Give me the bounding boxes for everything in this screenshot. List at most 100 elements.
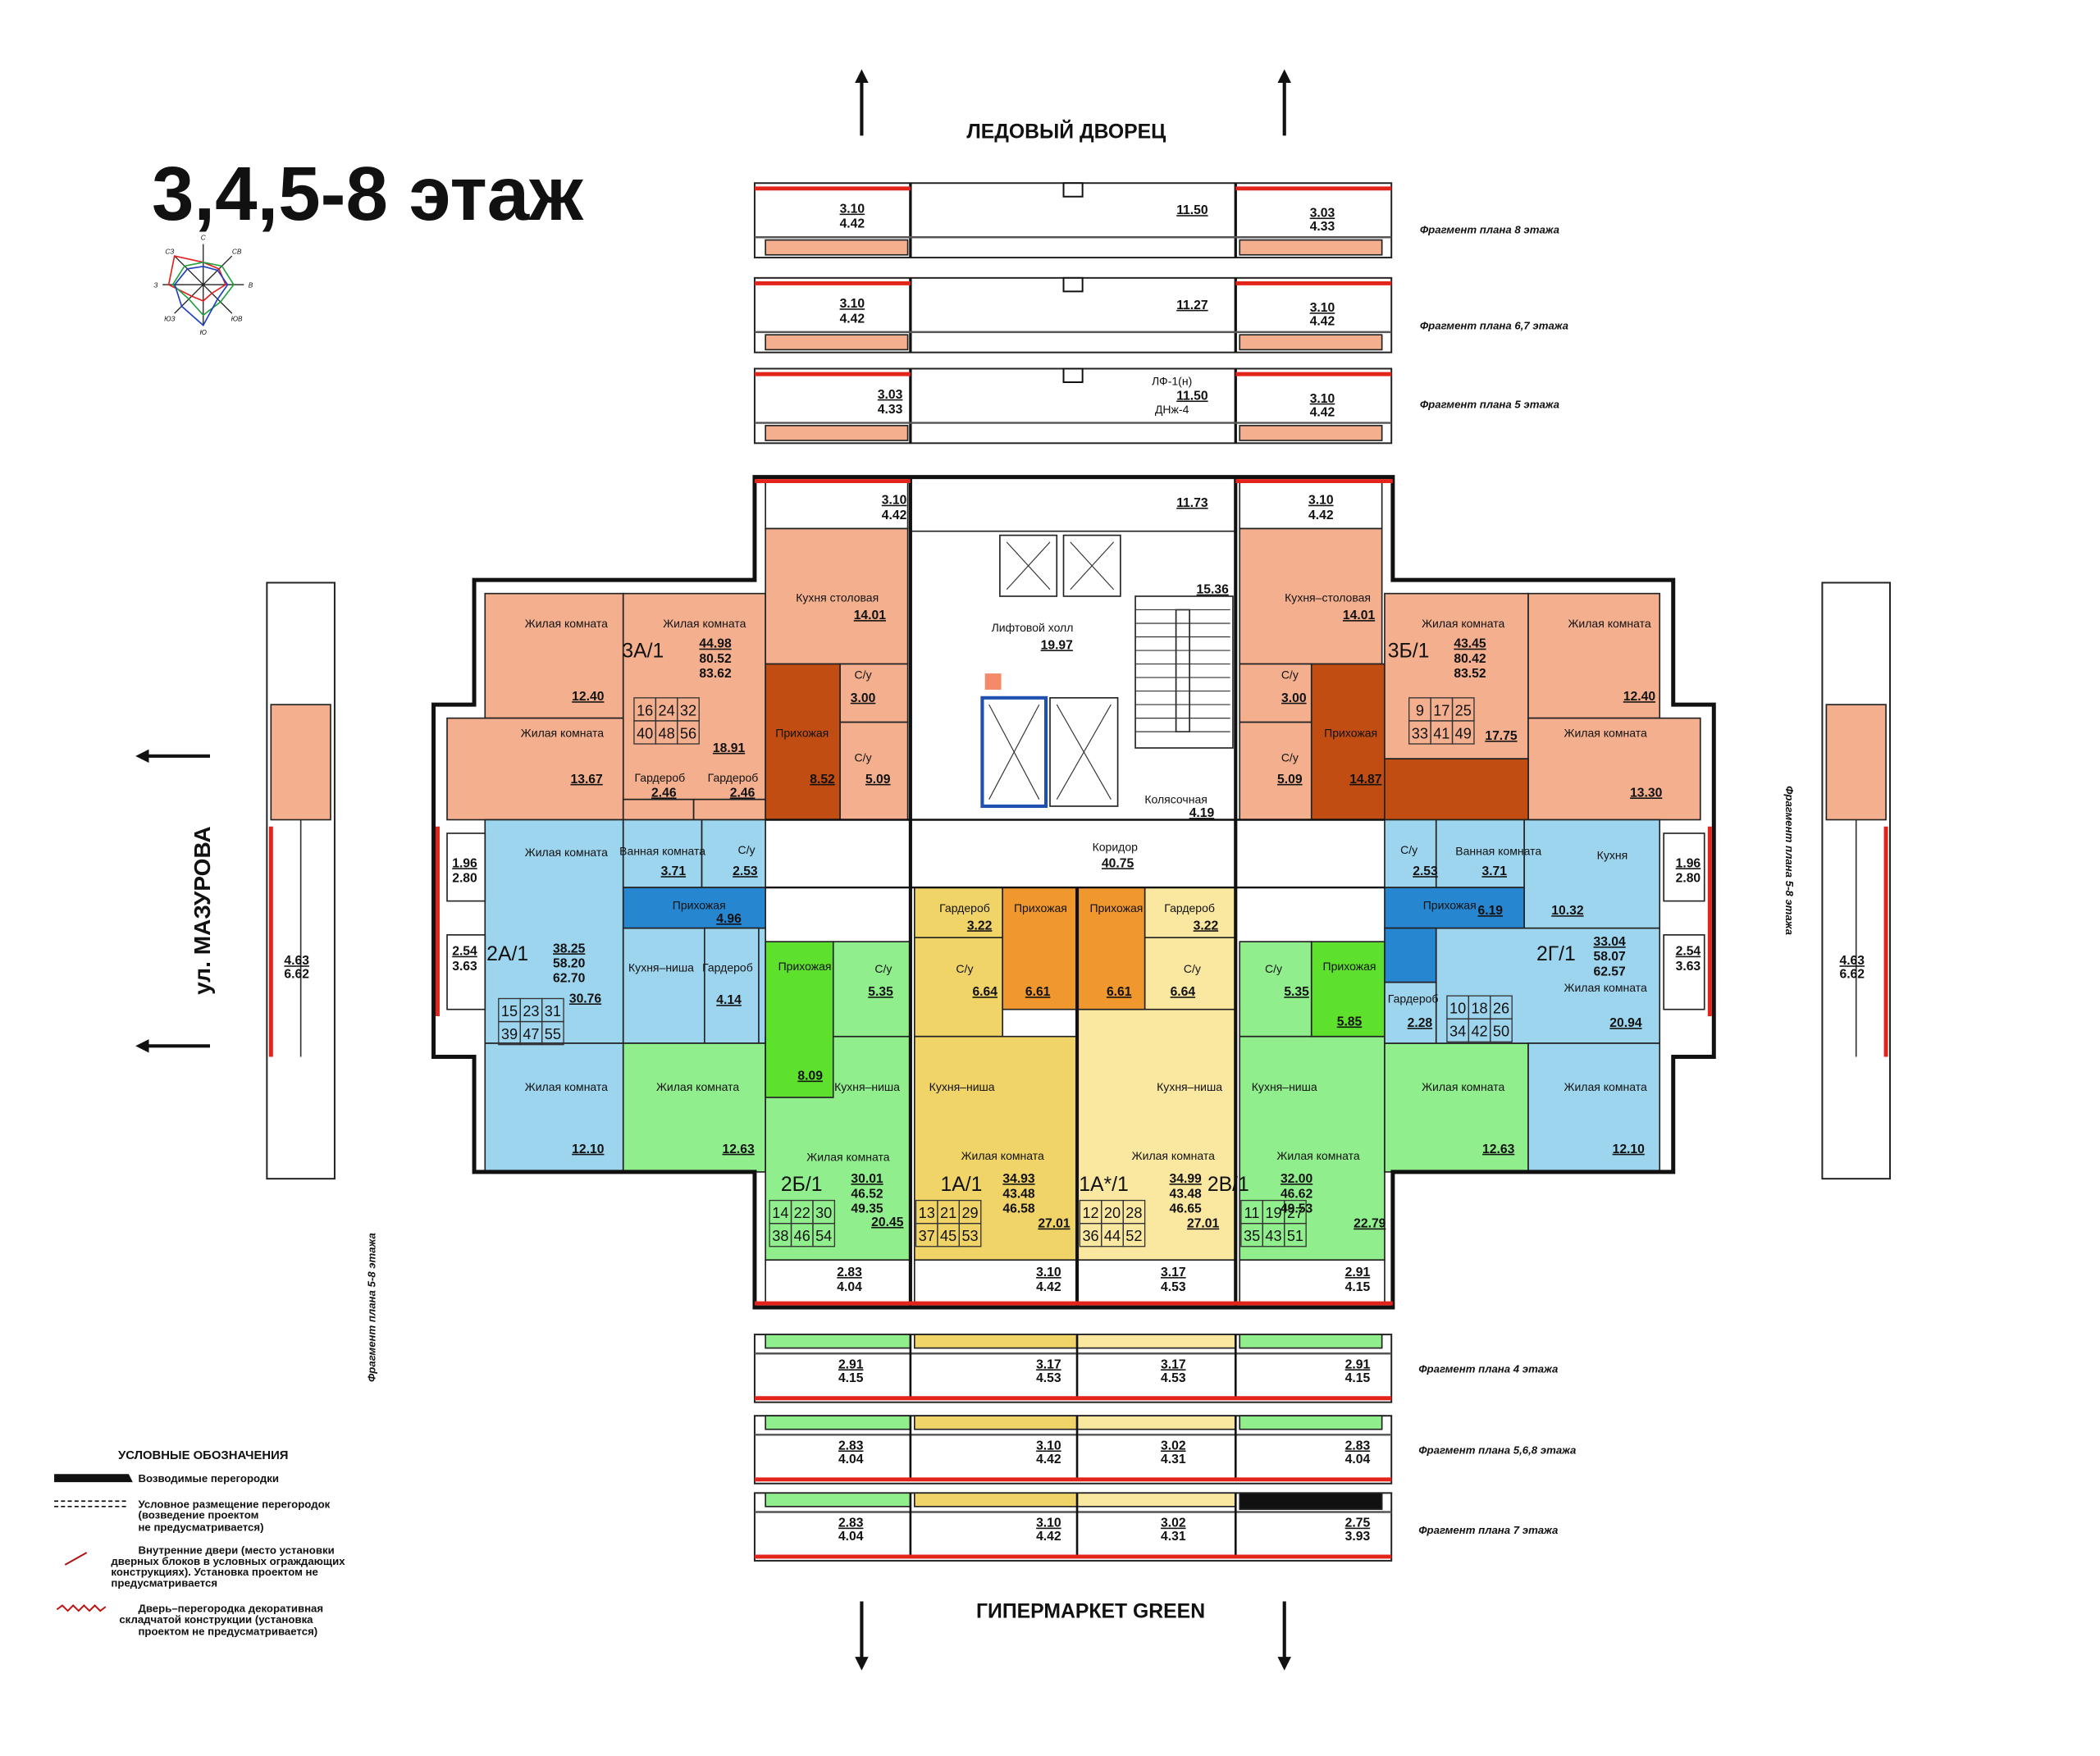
floor-number: 26 <box>1493 1001 1509 1017</box>
floor-number: 43 <box>1265 1228 1281 1244</box>
floor-number: 42 <box>1471 1024 1487 1040</box>
compass-label: СВ <box>232 249 242 256</box>
room-fill <box>622 887 766 929</box>
floor-number: 50 <box>1493 1024 1509 1040</box>
balcony-area: 2.91 <box>1345 1357 1371 1371</box>
room-area: 3.00 <box>851 691 876 705</box>
side-fragment-room <box>1825 704 1887 821</box>
apartment-type: 2В/1 <box>1208 1174 1249 1196</box>
room-area: 13.30 <box>1630 786 1663 800</box>
room-fill <box>832 941 911 1038</box>
wind-rose-series <box>174 265 229 326</box>
apartment-area-total: 32.00 <box>1281 1172 1313 1186</box>
legend-item-text: дверных блоков в условных ограждающих <box>111 1555 345 1567</box>
room-fill <box>622 819 703 888</box>
room-label: Жилая комната <box>656 1080 739 1093</box>
balcony-strip <box>765 239 909 256</box>
balcony-area: 2.91 <box>1345 1266 1371 1279</box>
room-fill <box>446 717 624 821</box>
room-label: Ванная комната <box>1455 844 1541 857</box>
balcony-area-total: 4.04 <box>838 1530 864 1544</box>
balcony-area-total: 4.33 <box>1310 220 1335 234</box>
balcony-area: 3.10 <box>840 203 865 217</box>
room-fill <box>1310 663 1386 821</box>
floor-number: 19 <box>1265 1205 1281 1221</box>
room-area: 2.46 <box>730 786 756 800</box>
room-fill <box>914 1035 1078 1261</box>
room-label: Гардероб <box>634 771 685 784</box>
strip <box>1076 1415 1237 1430</box>
balcony-area-total: 4.42 <box>1036 1453 1061 1466</box>
floor-number: 41 <box>1433 725 1449 741</box>
room-label: С/у <box>738 843 756 856</box>
walls-layer <box>54 69 1888 1671</box>
apartment-area-total: 38.25 <box>553 942 586 956</box>
strip <box>1239 1492 1383 1510</box>
balcony-area: 3.10 <box>1036 1439 1061 1453</box>
floor-number: 45 <box>940 1228 956 1244</box>
balcony <box>1239 1259 1386 1306</box>
room-label: Жилая комната <box>1568 617 1650 630</box>
lift-cross <box>1056 704 1112 800</box>
legend-item-text: проектом не предусматривается) <box>138 1626 317 1638</box>
balcony-area-total: 3.63 <box>452 960 477 974</box>
balcony-area: 2.83 <box>1345 1439 1371 1453</box>
legend-item-text: не предусматривается) <box>138 1521 263 1534</box>
room-area: 3.71 <box>661 864 687 878</box>
floor-number: 40 <box>637 725 653 741</box>
floor-number: 55 <box>545 1026 561 1042</box>
floor-number: 39 <box>501 1026 518 1042</box>
fragment-label: Фрагмент плана 5 этажа <box>1420 398 1559 410</box>
room-fill <box>914 887 1004 938</box>
floor-number: 49 <box>1455 725 1472 741</box>
room-area: 14.01 <box>854 609 887 623</box>
room-area: 20.45 <box>871 1216 904 1229</box>
room-area: 12.10 <box>1613 1143 1646 1156</box>
balcony-area-total: 4.42 <box>840 217 865 231</box>
room-area: 20.94 <box>1609 1016 1642 1030</box>
balcony-area-total: 4.15 <box>1345 1280 1371 1294</box>
apartment-area-total: 43.48 <box>1002 1187 1035 1201</box>
room-area: 22.79 <box>1354 1217 1386 1231</box>
room-area: 4.96 <box>716 912 742 926</box>
room-fill <box>765 480 909 530</box>
room-area: 2.46 <box>651 786 677 800</box>
room-label: Прихожая <box>1014 901 1067 914</box>
floor-number: 16 <box>637 702 653 718</box>
side-fragment-room <box>270 704 331 821</box>
balcony-area: 3.10 <box>1036 1266 1061 1279</box>
room-label: Прихожая <box>778 960 832 973</box>
room-fill <box>1310 941 1386 1038</box>
balcony-area-total: 4.04 <box>838 1453 864 1466</box>
room-label: С/у <box>1281 750 1299 764</box>
room-fill <box>765 663 841 821</box>
balcony-area: 2.83 <box>837 1266 862 1279</box>
room-label: Гардероб <box>1164 901 1215 914</box>
apartment-area-total: 46.58 <box>1002 1202 1035 1216</box>
room-area: 12.40 <box>572 690 605 704</box>
building-outline <box>431 475 1716 1310</box>
balcony-area-total: 2.80 <box>1676 871 1701 885</box>
lift-hall-area: 19.97 <box>1041 638 1074 652</box>
floor-number: 21 <box>940 1205 956 1221</box>
strip <box>1239 1415 1383 1430</box>
legend-item-text: Условное размещение перегородок <box>138 1498 330 1511</box>
room-fill <box>1239 527 1383 665</box>
room-area: 12.63 <box>1482 1143 1515 1156</box>
balcony-area: 1.96 <box>1676 856 1701 870</box>
room-fill <box>701 819 766 888</box>
apartment-area-total: 46.62 <box>1281 1187 1313 1201</box>
floor-number: 44 <box>1104 1228 1121 1244</box>
balcony-area: 4.63 <box>284 954 309 968</box>
room-area: 18.91 <box>713 741 746 755</box>
room-area: 2.53 <box>1413 864 1438 878</box>
apartment-area-total: 49.53 <box>1281 1202 1313 1216</box>
room-area: 2.53 <box>733 864 758 878</box>
wind-rose-series <box>167 255 227 302</box>
balcony-area-total: 4.53 <box>1036 1371 1061 1385</box>
door-mark-icon <box>64 1552 88 1566</box>
floor-number: 17 <box>1433 702 1449 718</box>
room-label: Жилая комната <box>1276 1149 1359 1162</box>
direction-label-north: ЛЕДОВЫЙ ДВОРЕЦ <box>966 121 1166 144</box>
apartment-type: 2Г/1 <box>1536 943 1576 965</box>
